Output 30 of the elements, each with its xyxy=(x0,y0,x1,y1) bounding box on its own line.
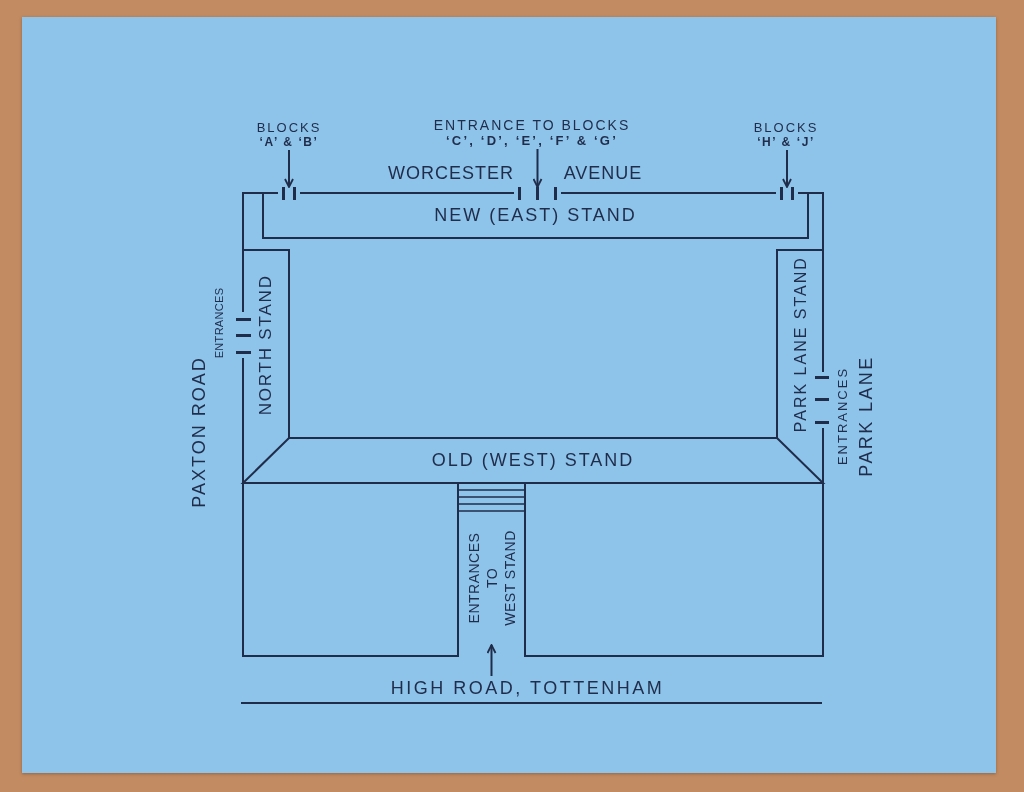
enclosure-box xyxy=(242,482,459,657)
arrow xyxy=(532,148,543,188)
arrow xyxy=(782,149,792,188)
stand-box xyxy=(262,193,809,239)
blocks-heading: BLOCKS xyxy=(753,120,819,135)
stand-name: PARK LANE STAND xyxy=(791,256,810,433)
block-letters: ‘A’ & ‘B’ xyxy=(259,135,319,150)
block-letters: ‘C’, ‘D’, ‘E’, ‘F’ & ‘G’ xyxy=(446,133,618,149)
stand-name: OLD (WEST) STAND xyxy=(431,450,635,471)
stand-box xyxy=(776,249,824,438)
blocks-heading: BLOCKS xyxy=(256,120,322,135)
stand-box xyxy=(242,249,290,438)
gate-icon xyxy=(780,187,794,200)
gate-icon xyxy=(518,187,557,200)
street-name: PARK LANE xyxy=(855,355,877,477)
gate-icon xyxy=(282,187,296,200)
enclosure-box xyxy=(524,482,824,657)
street-name: WORCESTER xyxy=(388,162,514,184)
street-name: PAXTON ROAD xyxy=(188,356,210,508)
entrance-label: ENTRANCES xyxy=(835,366,851,466)
stand-name: NORTH STAND xyxy=(255,274,275,415)
entrance-heading: ENTRANCE TO BLOCKS xyxy=(433,117,631,133)
block-letters: ‘H’ & ‘J’ xyxy=(757,135,815,150)
road-name: HIGH ROAD, TOTTENHAM xyxy=(390,677,665,699)
entrance-label: ENTRANCES xyxy=(212,287,226,359)
arrow xyxy=(284,149,294,188)
entrance-label: ENTRANCES TO WEST STAND xyxy=(464,529,519,626)
street-name: AVENUE xyxy=(563,162,643,184)
arrow xyxy=(486,644,497,677)
stand-name: NEW (EAST) STAND xyxy=(434,204,637,226)
